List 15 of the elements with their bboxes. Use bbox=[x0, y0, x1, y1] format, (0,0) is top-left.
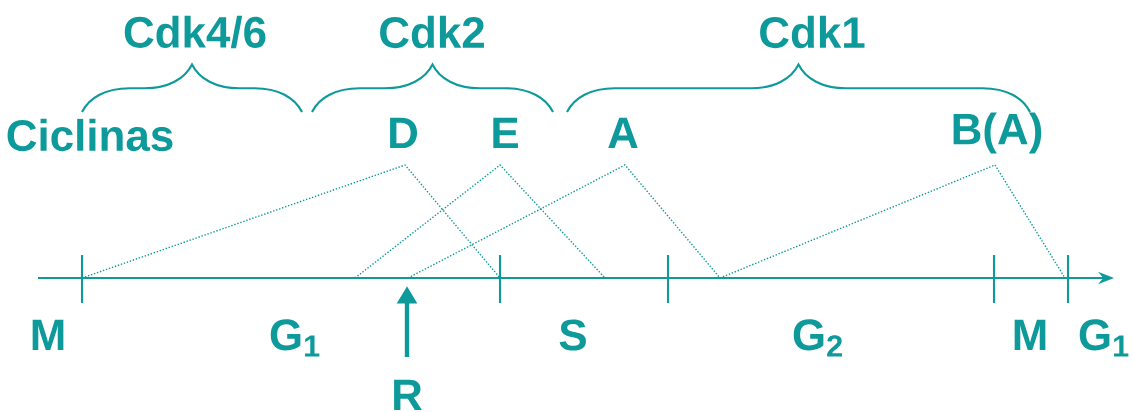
point-label: R bbox=[394, 379, 422, 411]
kinase-label: Cdk4/6 bbox=[124, 15, 266, 49]
phase-label: S bbox=[559, 319, 586, 351]
kinase-label: Cdk2 bbox=[380, 15, 484, 49]
cyclin-label: B(A) bbox=[953, 112, 1042, 154]
cyclin-label: A bbox=[608, 117, 638, 149]
row-title: Ciclinas bbox=[7, 118, 173, 152]
cyclin-label: D bbox=[390, 117, 417, 149]
phase-label: G$_{1}$ bbox=[270, 319, 320, 357]
kinase-label: Cdk1 bbox=[760, 15, 865, 49]
cyclin-label: E bbox=[493, 117, 518, 149]
phase-label: M bbox=[1014, 319, 1046, 351]
phase-label: G$_{1}$ bbox=[1079, 319, 1129, 357]
phase-label: M bbox=[32, 319, 64, 351]
phase-label: G$_{2}$ bbox=[793, 319, 842, 357]
